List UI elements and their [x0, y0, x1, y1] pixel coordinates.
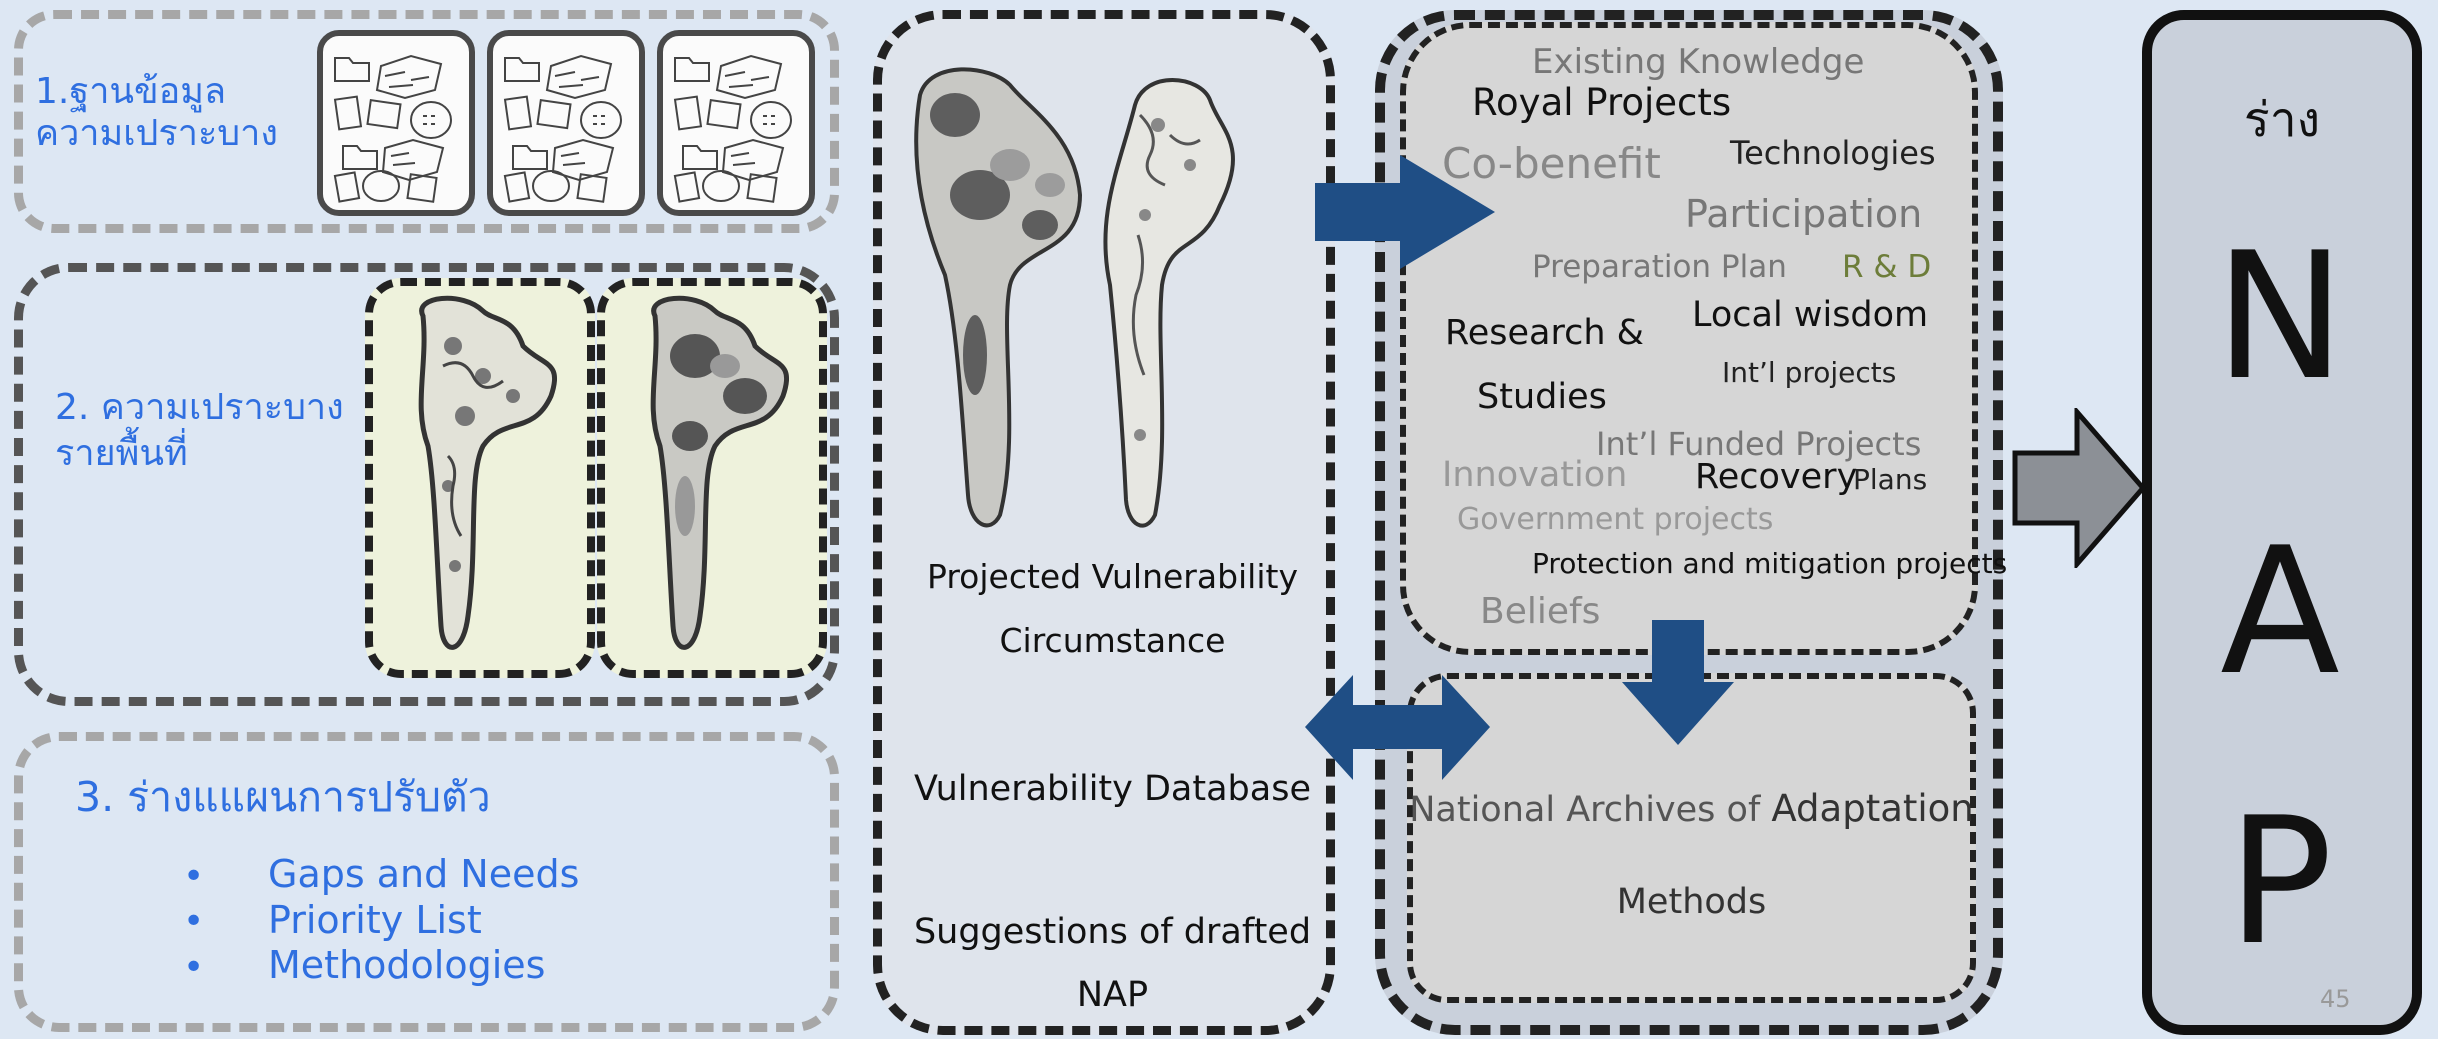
archives-prefix: National Archives of: [1409, 790, 1772, 830]
cloud-research: Research &: [1445, 313, 1644, 353]
folder-icon: [504, 57, 540, 82]
bullet-icon: •: [183, 947, 205, 988]
archives-line1: National Archives of Adaptation: [1407, 790, 1976, 828]
projected-vulnerability-map: [914, 67, 1235, 528]
database-thumbnail: [317, 30, 475, 216]
document-icon: [503, 95, 533, 131]
arrow-bidirectional: [1305, 675, 1490, 780]
arrow-to-nap: [2012, 408, 2147, 568]
section3-item-gaps: Gaps and Needs: [268, 852, 580, 896]
nap-box: [2142, 10, 2422, 1035]
cloud-co-benefit: Co-benefit: [1442, 139, 1661, 188]
cloud-beliefs: Beliefs: [1480, 591, 1601, 632]
page-number: 45: [2320, 985, 2351, 1013]
archives-line2: Methods: [1616, 882, 1767, 922]
database-thumbnail: [657, 30, 815, 216]
suggestions-line1: Suggestions of drafted: [913, 912, 1312, 952]
cloud-intl-projects: Int’l projects: [1722, 356, 1897, 389]
folder-icon: [674, 57, 710, 82]
document-icon: [333, 95, 363, 131]
cloud-studies: Studies: [1477, 377, 1607, 417]
chat-bubble-icon: [580, 101, 622, 139]
cloud-royal-projects: Royal Projects: [1472, 81, 1732, 124]
vulnerability-map-icon: [914, 67, 1083, 528]
section1-label-line2: ความเปราะบาง: [35, 113, 278, 154]
map-icon: [375, 54, 443, 100]
section1-box: [14, 10, 839, 233]
section3-box: [14, 732, 839, 1032]
area-map-frame: [597, 278, 827, 678]
section2-label-line2: รายพื้นที่: [55, 433, 188, 474]
cloud-plans: Plans: [1853, 463, 1928, 496]
map-icon: [545, 54, 613, 100]
cloud-existing-knowledge: Existing Knowledge: [1532, 42, 1865, 82]
cloud-technologies: Technologies: [1730, 134, 1936, 172]
section3-item-methodologies: Methodologies: [268, 943, 546, 987]
nap-letter-p: P: [2227, 781, 2333, 984]
section2-box: [14, 263, 839, 706]
cloud-preparation-plan: Preparation Plan: [1532, 249, 1787, 285]
section3-title: 3. ร่างแแผนการปรับตัว: [75, 773, 491, 821]
word-cloud-box: [1400, 22, 1978, 655]
bullet-icon: •: [183, 901, 205, 942]
middle-box: [873, 10, 1335, 1035]
cloud-r-and-d: R & D: [1842, 249, 1932, 285]
bullet-icon: •: [183, 856, 205, 897]
cloud-protection-mitigation: Protection and mitigation projects: [1532, 547, 2008, 580]
nap-letter-n: N: [2214, 216, 2346, 419]
section3-item-priority: Priority List: [268, 898, 482, 942]
nap-draft-label: ร่าง: [2243, 92, 2321, 148]
section1-label-line1: 1.ฐานข้อมูล: [35, 71, 227, 112]
chat-bubble-icon: [410, 101, 452, 139]
area-map-frame: [365, 278, 595, 678]
vulnerability-database-label: Vulnerability Database: [914, 769, 1311, 809]
section2-label-line1: 2. ความเปราะบาง: [55, 387, 344, 428]
cloud-government-projects: Government projects: [1457, 502, 1774, 537]
archives-emphasis: Adaptation: [1771, 787, 1974, 830]
document-icon: [673, 95, 703, 131]
cloud-innovation: Innovation: [1442, 455, 1628, 495]
database-thumbnail: [487, 30, 645, 216]
arrow-down-to-archives: [1622, 620, 1734, 745]
map-icon: [715, 54, 783, 100]
nap-letter-a: A: [2220, 511, 2340, 714]
vulnerability-map-icon: [650, 295, 790, 650]
vulnerability-map-icon: [418, 295, 558, 650]
cloud-participation: Participation: [1685, 192, 1923, 236]
projected-vulnerability-line2: Circumstance: [999, 621, 1226, 660]
projected-vulnerability-line1: Projected Vulnerability: [927, 557, 1298, 596]
folder-icon: [334, 57, 370, 82]
cloud-intl-funded-projects: Int’l Funded Projects: [1596, 425, 1922, 463]
suggestions-line2: NAP: [1076, 975, 1149, 1015]
arrow-to-knowledge: [1315, 155, 1495, 269]
cloud-local-wisdom: Local wisdom: [1692, 295, 1929, 335]
chat-bubble-icon: [750, 101, 792, 139]
cloud-recovery: Recovery: [1695, 457, 1858, 497]
